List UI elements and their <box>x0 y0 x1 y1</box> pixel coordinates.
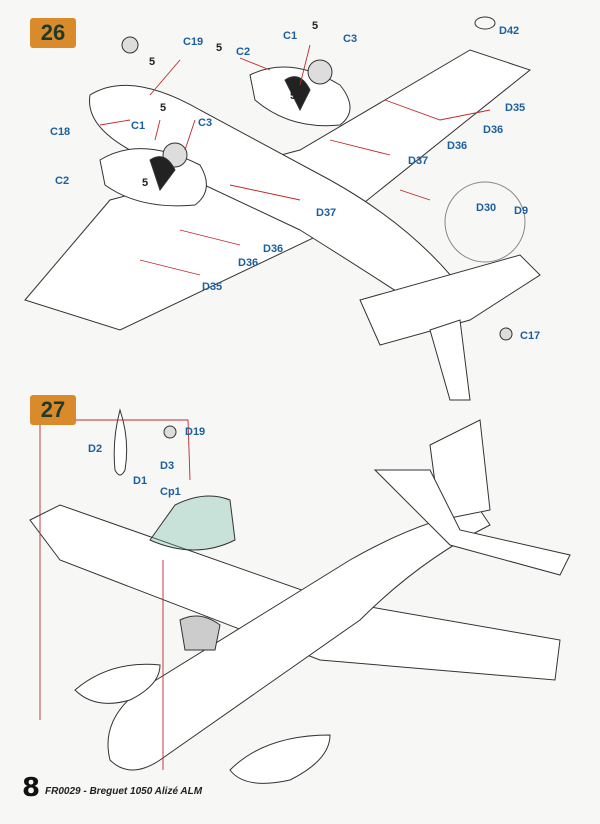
label-c17: C17 <box>520 330 541 342</box>
label-d19: D19 <box>185 426 206 438</box>
label-d36-left1: D36 <box>263 243 284 255</box>
glue-marker-4: 5 <box>290 90 297 102</box>
label-d35-left: D35 <box>202 281 223 293</box>
glue-marker-3: 5 <box>149 56 156 68</box>
label-c1-top: C1 <box>283 30 298 42</box>
step-26-badge: 26 <box>30 18 76 48</box>
label-c2-left: C2 <box>55 175 70 187</box>
label-c19: C19 <box>183 36 204 48</box>
label-d42: D42 <box>499 25 520 37</box>
label-d1: D1 <box>133 475 148 487</box>
step-27-badge: 27 <box>30 395 76 425</box>
label-c18: C18 <box>50 126 71 138</box>
label-d37-right: D37 <box>408 155 429 167</box>
glue-marker-2: 5 <box>312 20 319 32</box>
label-d30: D30 <box>476 202 497 214</box>
label-d37-left: D37 <box>316 207 337 219</box>
label-d3: D3 <box>160 460 175 472</box>
step-27-number: 27 <box>40 397 66 422</box>
label-d36-right1: D36 <box>483 124 504 136</box>
label-c2-top: C2 <box>236 46 251 58</box>
step-26-number: 26 <box>40 20 66 45</box>
glue-marker-1: 5 <box>216 42 223 54</box>
label-d9: D9 <box>514 205 529 217</box>
glue-marker-6: 5 <box>142 177 149 189</box>
label-cp1: Cp1 <box>160 486 181 498</box>
label-d35-right: D35 <box>505 102 526 114</box>
label-d2: D2 <box>88 443 103 455</box>
footer-caption: FR0029 - Breguet 1050 Alizé ALM <box>45 786 203 797</box>
page-number: 8 <box>22 773 41 803</box>
label-d36-right2: D36 <box>447 140 468 152</box>
label-c3-mid: C3 <box>198 117 213 129</box>
label-c3-top: C3 <box>343 33 358 45</box>
label-d36-left2: D36 <box>238 257 259 269</box>
label-c1-mid: C1 <box>131 120 146 132</box>
glue-marker-5: 5 <box>160 102 167 114</box>
